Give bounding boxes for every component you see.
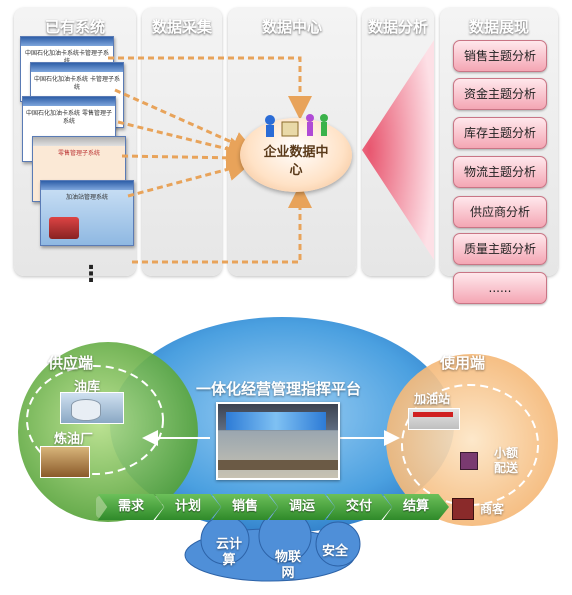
refinery-photo	[40, 446, 90, 478]
user-side-title: 使用端	[440, 354, 486, 372]
security-label: 安全	[322, 544, 349, 559]
theme-funds[interactable]: 资金主题分析	[453, 78, 547, 110]
small-delivery-label: 小额配送	[494, 446, 519, 475]
legacy-screen-5: 加油站管理系统	[40, 180, 134, 246]
flow-step-dispatch: 调运	[269, 494, 335, 520]
iot-label: 物联网	[274, 550, 301, 581]
theme-sales[interactable]: 销售主题分析	[453, 40, 547, 72]
platform-title: 一体化经营管理指挥平台	[196, 380, 362, 398]
flow-step-sales: 销售	[212, 494, 278, 520]
data-analysis-title: 数据分析	[367, 18, 428, 36]
legacy-systems-title: 已有系统	[44, 18, 105, 36]
command-center-photo	[216, 402, 340, 480]
theme-quality[interactable]: 质量主题分析	[453, 233, 547, 265]
cloud-computing-label: 云计算	[215, 537, 242, 568]
oil-depot-label: 油库	[74, 380, 101, 395]
data-collection-column: 数据采集	[142, 8, 222, 276]
flow-step-delivery: 交付	[326, 494, 392, 520]
oil-depot-photo	[60, 392, 124, 424]
delivery-box-icon	[460, 452, 478, 470]
platform-arrows	[142, 430, 400, 446]
theme-inventory[interactable]: 库存主题分析	[453, 117, 547, 149]
collection-arrows	[108, 56, 312, 264]
theme-logistics[interactable]: 物流主题分析	[453, 156, 547, 188]
supply-side-title: 供应端	[48, 354, 94, 372]
customer-label: 商客	[480, 502, 505, 516]
people-icon	[265, 114, 328, 137]
gas-station-photo	[408, 408, 460, 430]
refinery-label: 炼油厂	[54, 432, 94, 447]
customer-box-icon	[452, 498, 474, 520]
theme-more[interactable]: ......	[453, 272, 547, 304]
data-collection-title: 数据采集	[151, 18, 212, 36]
theme-supplier[interactable]: 供应商分析	[453, 196, 547, 228]
flow-step-settlement: 结算	[383, 494, 449, 520]
data-center-title: 数据中心	[261, 18, 322, 36]
data-center-label: 企业数据中心	[263, 145, 329, 178]
gas-station-label: 加油站	[414, 392, 451, 406]
flow-step-demand: 需求	[98, 494, 164, 520]
data-display-title: 数据展现	[468, 18, 529, 36]
analysis-funnel	[362, 40, 434, 260]
more-systems-dots: ⋮	[80, 262, 102, 287]
flow-step-plan: 计划	[155, 494, 221, 520]
